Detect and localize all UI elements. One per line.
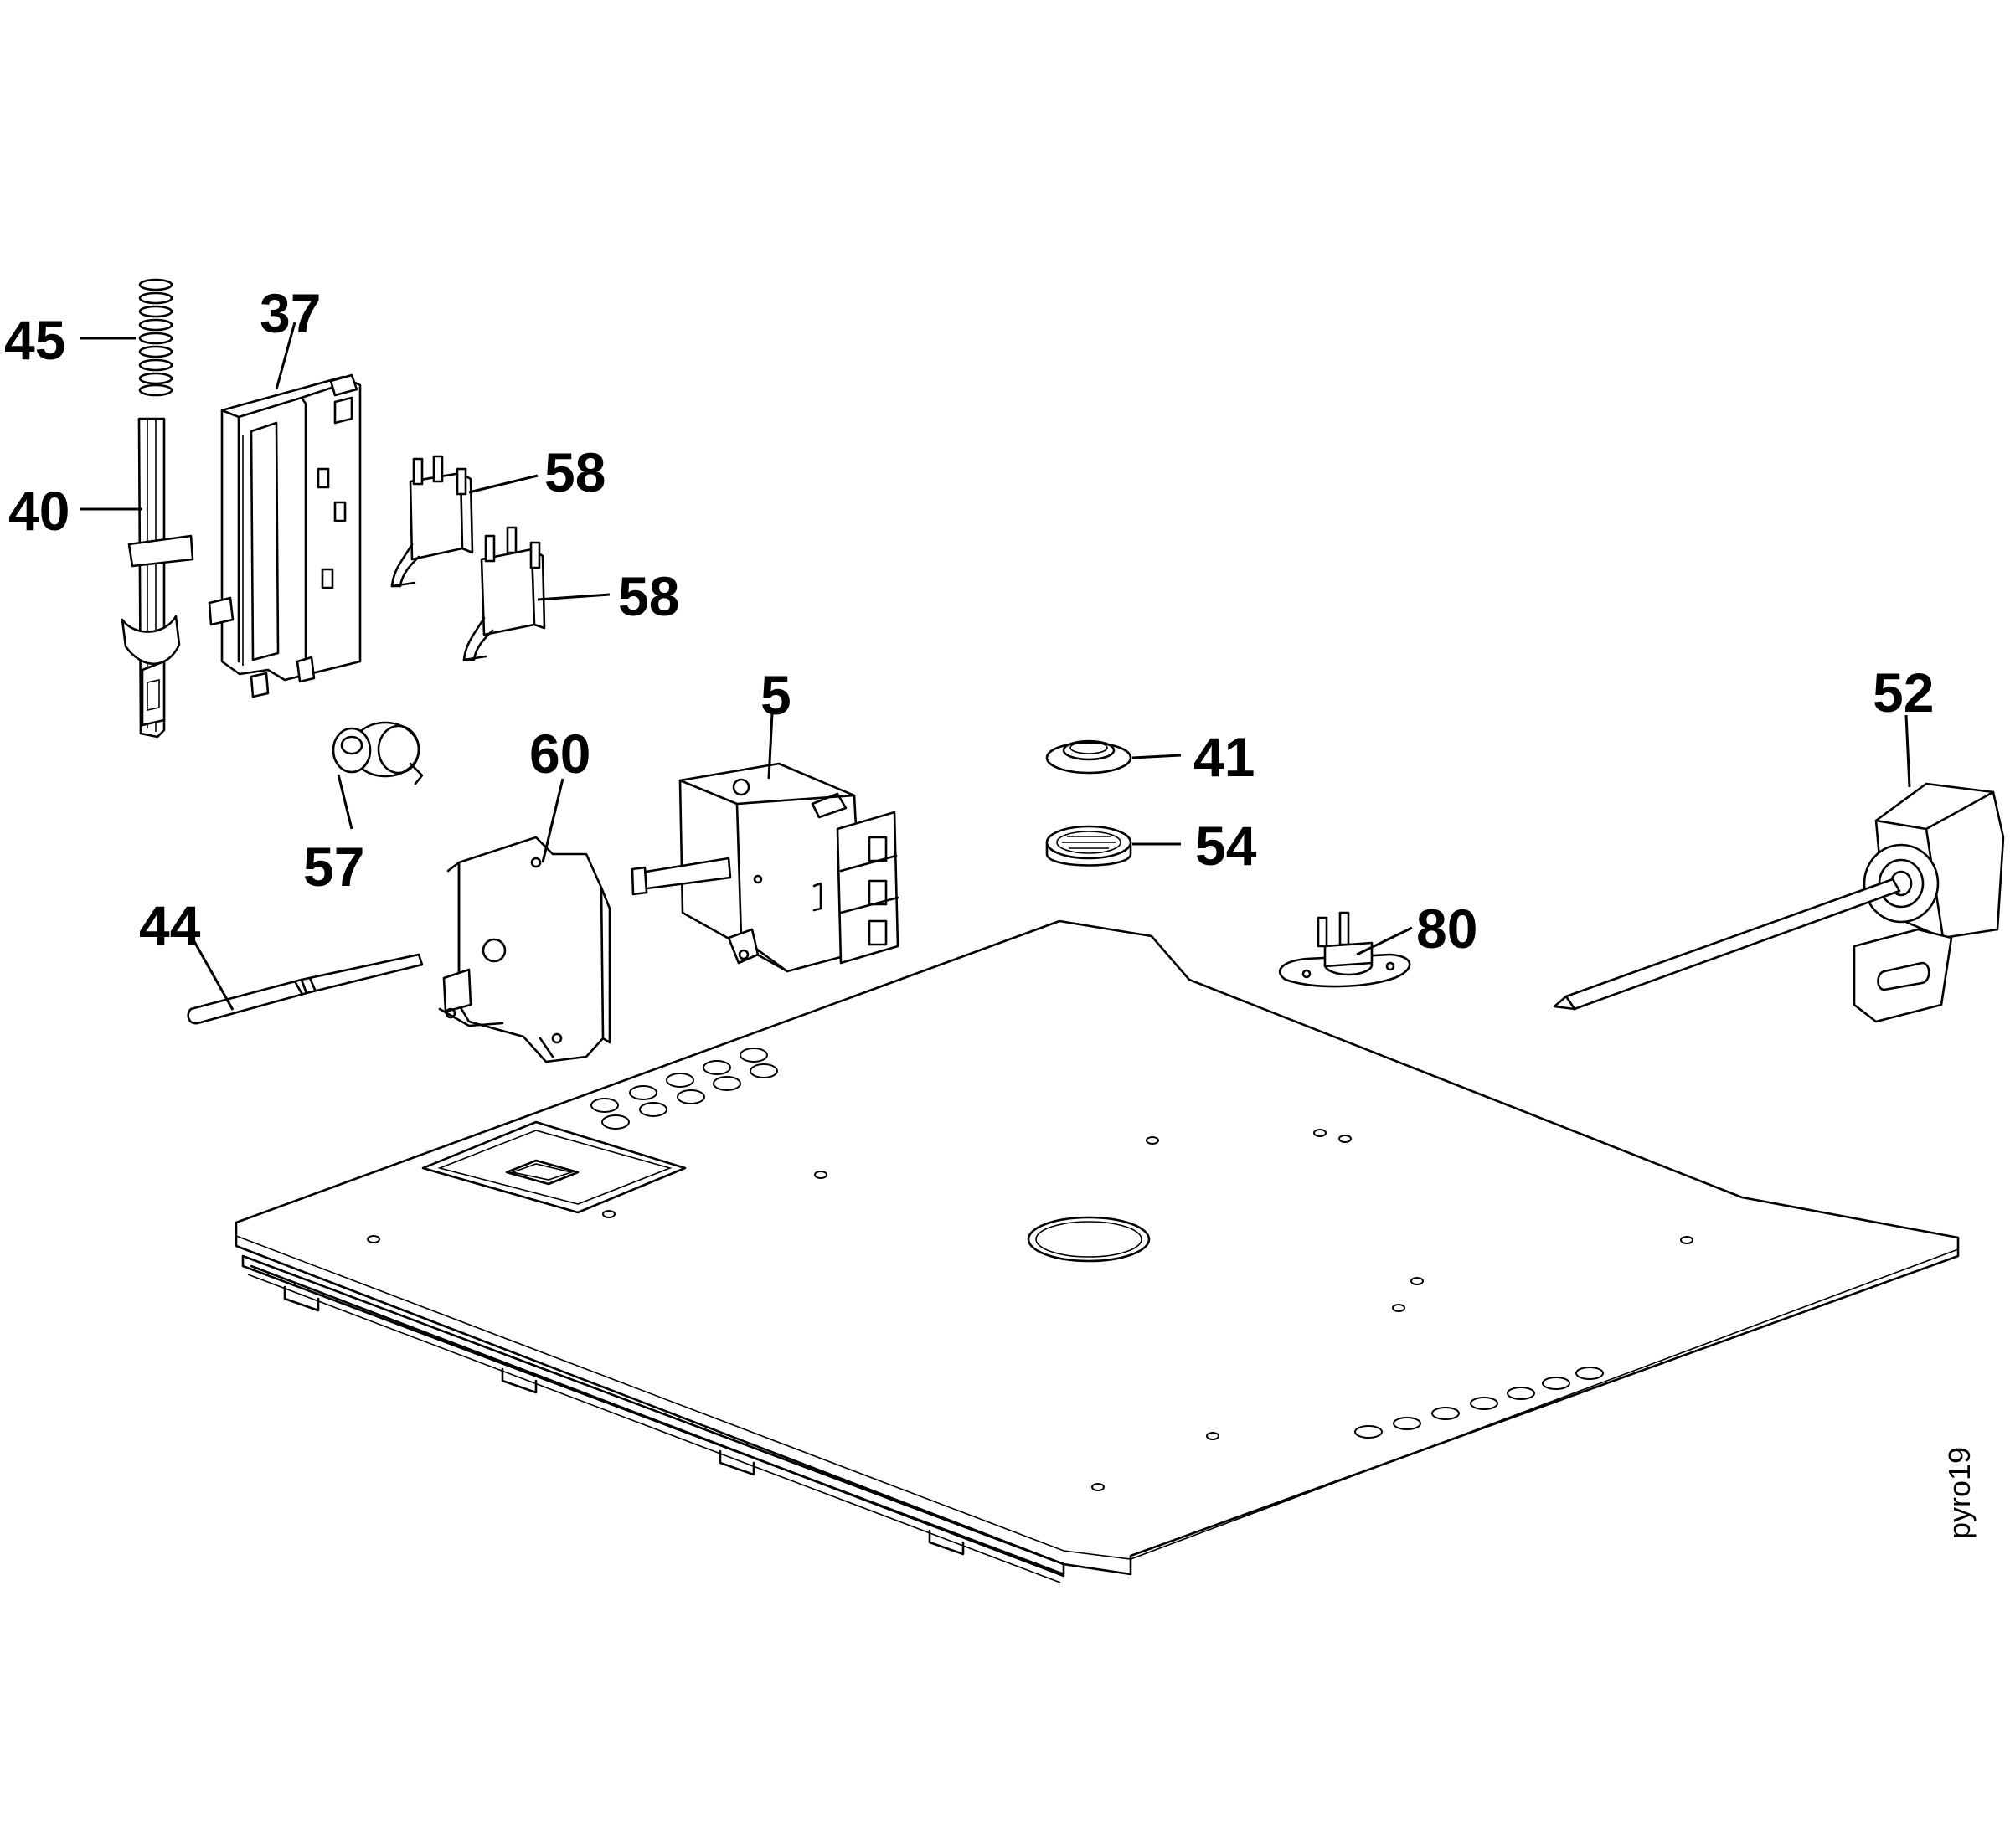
part-60-bracket	[438, 836, 611, 1063]
callout-58-upper: 58	[544, 441, 606, 503]
leader-lines	[80, 322, 1911, 1011]
callout-5: 5	[760, 664, 791, 726]
callout-58-lower: 58	[618, 565, 679, 627]
part-80-thermostat	[1279, 911, 1411, 988]
part-44-shaft	[187, 953, 424, 1025]
callout-41: 41	[1193, 726, 1255, 788]
part-57-knob	[332, 721, 424, 785]
part-58-microswitch-lower	[462, 526, 546, 661]
part-37-housing	[208, 373, 362, 698]
drawing-code: pyro19	[1942, 1447, 1976, 1539]
callout-57: 57	[303, 836, 364, 898]
part-58-microswitch-upper	[390, 455, 474, 588]
part-54-filter-disc	[1045, 825, 1132, 867]
part-41-washer	[1045, 739, 1132, 775]
callout-45: 45	[4, 309, 65, 371]
callout-60: 60	[529, 723, 590, 785]
callout-52: 52	[1873, 661, 1934, 723]
part-40-slider-rod	[121, 417, 194, 739]
callout-37: 37	[260, 282, 321, 344]
part-52-sensor-probe	[1553, 782, 2005, 1023]
callout-54: 54	[1195, 815, 1257, 877]
callout-80: 80	[1416, 898, 1477, 960]
callout-labels: 45 37 40 58 58 5 52 57 60 41 54 44 80	[4, 282, 1934, 960]
part-45-spring	[138, 278, 173, 397]
part-5-timer-block	[631, 762, 899, 973]
base-plate	[234, 919, 1960, 1583]
callout-40: 40	[8, 480, 70, 542]
callout-44: 44	[139, 894, 201, 956]
